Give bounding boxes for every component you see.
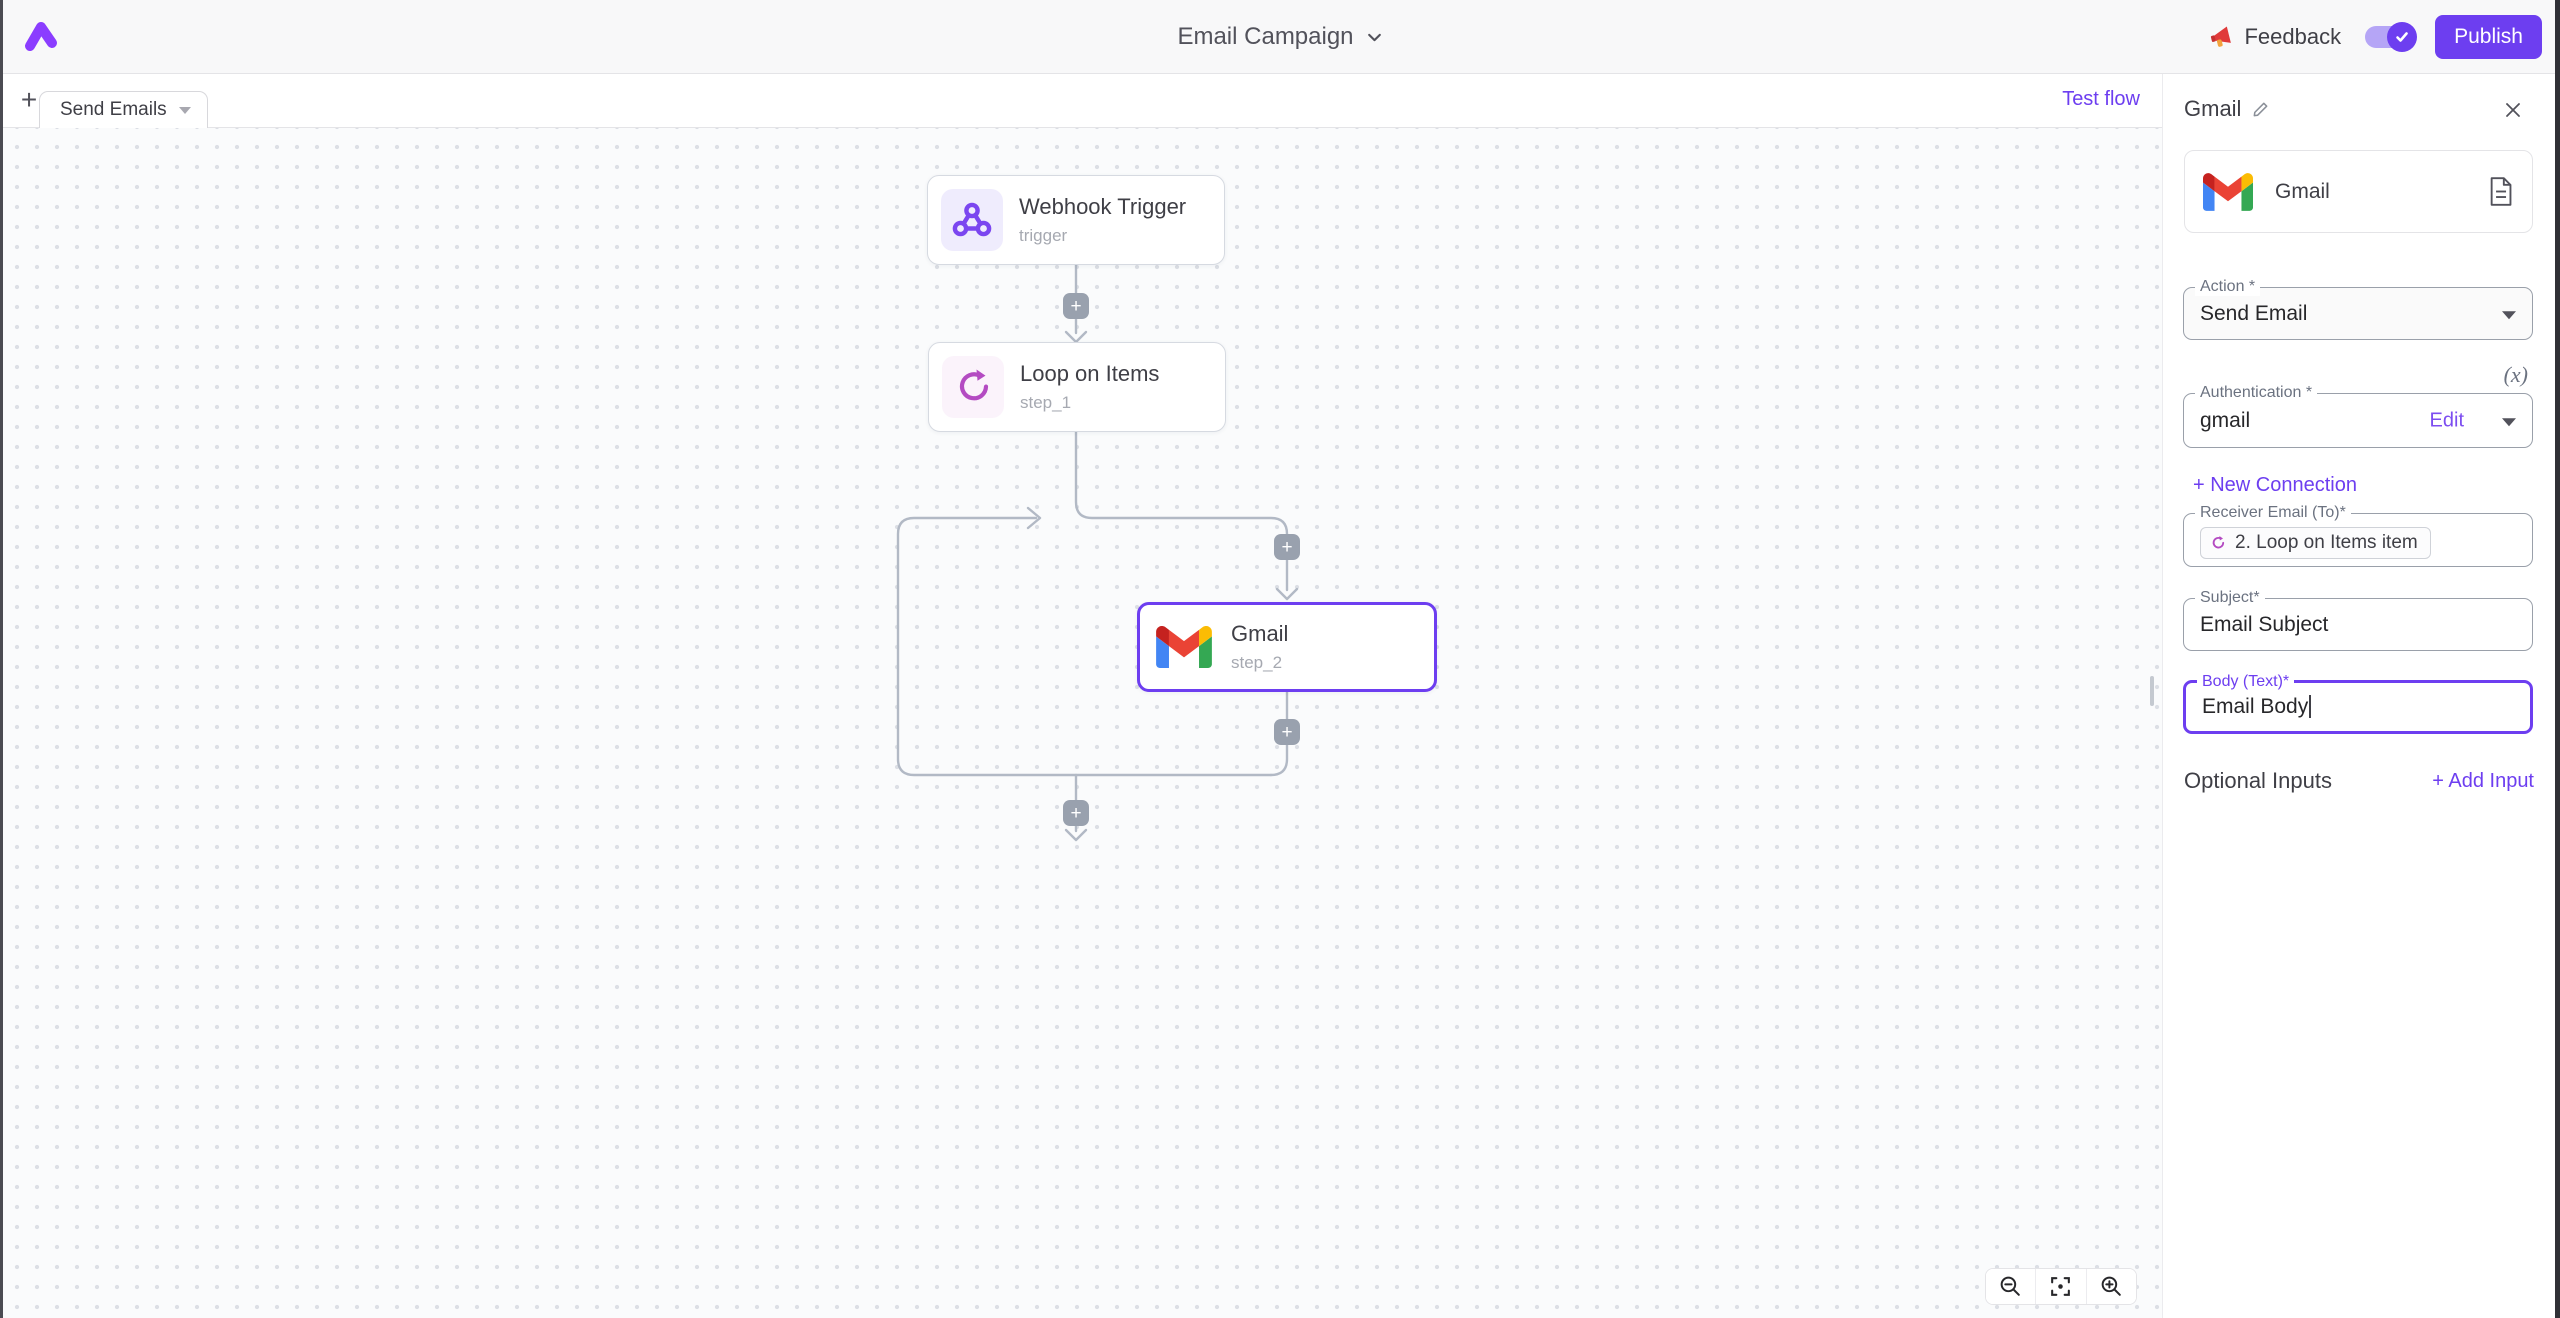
tab-caret-icon	[178, 106, 191, 114]
panel-title: Gmail	[2184, 96, 2242, 121]
body-text-input[interactable]: Body (Text)* Email Body	[2183, 673, 2533, 734]
gmail-logo-icon	[2203, 172, 2253, 211]
flow-tab-label: Send Emails	[60, 99, 167, 120]
add-step-button[interactable]: +	[1063, 800, 1089, 826]
action-value: Send Email	[2200, 301, 2308, 325]
node-subtitle: trigger	[1019, 226, 1068, 245]
window-left-edge	[0, 0, 3, 1318]
node-webhook-trigger[interactable]: Webhook Trigger trigger	[927, 175, 1225, 265]
node-text: Loop on Items step_1	[1020, 361, 1159, 413]
edit-connection-link[interactable]: Edit	[2429, 409, 2464, 431]
node-title: Loop on Items	[1020, 361, 1160, 386]
x-icon	[2506, 103, 2520, 117]
add-flow-run-button[interactable]: +	[20, 84, 38, 115]
authentication-value: gmail	[2200, 408, 2251, 432]
chevron-down-icon	[2502, 310, 2516, 319]
subject-value: Email Subject	[2200, 612, 2329, 636]
new-connection-link[interactable]: + New Connection	[2193, 474, 2357, 496]
step-settings-panel: Gmail Gmail Ac	[2162, 74, 2555, 1318]
optional-inputs-heading: Optional Inputs	[2184, 768, 2332, 793]
node-gmail[interactable]: Gmail step_2	[1137, 602, 1437, 692]
node-title: Webhook Trigger	[1019, 194, 1187, 219]
add-step-button[interactable]: +	[1274, 719, 1300, 745]
panel-resize-handle[interactable]	[2150, 676, 2154, 706]
action-select[interactable]: Action * Send Email	[2183, 278, 2533, 340]
flow-canvas[interactable]: + + + + Webhook Trigger trigger	[0, 128, 2162, 1318]
publish-toggle[interactable]	[2365, 22, 2418, 52]
magnifier-minus-icon	[2000, 1276, 2020, 1296]
window-right-edge	[2555, 0, 2560, 1318]
add-step-button[interactable]: +	[1274, 534, 1300, 560]
activepieces-logo-icon	[25, 22, 57, 51]
receiver-email-input[interactable]: Receiver Email (To)* 2. Loop on Items it…	[2183, 504, 2533, 567]
text-cursor	[2309, 695, 2312, 718]
subject-label: Subject*	[2195, 589, 2265, 607]
add-step-button[interactable]: +	[1063, 293, 1089, 319]
pencil-icon[interactable]	[2251, 100, 2270, 119]
authentication-select[interactable]: Authentication * gmail Edit	[2183, 384, 2533, 448]
flow-run-tab[interactable]: Send Emails	[39, 91, 208, 128]
node-title: Gmail	[1231, 621, 1289, 646]
feedback-button[interactable]: Feedback	[2210, 24, 2341, 50]
flow-tab-bar: + Send Emails Test flow	[0, 74, 2162, 128]
chevron-down-icon	[1367, 33, 1381, 41]
test-flow-button[interactable]: Test flow	[2062, 88, 2140, 110]
authentication-label: Authentication *	[2195, 384, 2318, 402]
receiver-email-label: Receiver Email (To)*	[2195, 504, 2351, 522]
token-chip-label: 2. Loop on Items item	[2235, 532, 2418, 553]
loop-item-token-chip[interactable]: 2. Loop on Items item	[2200, 527, 2431, 559]
toggle-thumb-check-icon	[2387, 22, 2418, 52]
canvas-zoom-toolbar	[1985, 1268, 2137, 1305]
zoom-out-button[interactable]	[1986, 1269, 2036, 1304]
piece-info-card: Gmail	[2184, 150, 2533, 233]
flow-title-button[interactable]: Email Campaign	[0, 0, 2560, 74]
add-input-link[interactable]: + Add Input	[2432, 769, 2534, 792]
loop-arrow-icon	[2212, 536, 2225, 549]
node-loop-on-items[interactable]: Loop on Items step_1	[928, 342, 1226, 432]
dynamic-value-toggle[interactable]: (x)	[2503, 362, 2528, 387]
body-text-value: Email Body	[2202, 695, 2312, 719]
node-subtitle: step_2	[1231, 653, 1283, 672]
megaphone-icon	[2211, 26, 2232, 47]
loop-arrow-icon	[942, 356, 1004, 418]
subject-input[interactable]: Subject* Email Subject	[2183, 589, 2533, 651]
feedback-label: Feedback	[2244, 24, 2342, 49]
magnifier-plus-icon	[2101, 1276, 2121, 1296]
gmail-logo-icon	[1153, 616, 1215, 678]
node-text: Gmail step_2	[1231, 621, 1288, 673]
close-panel-button[interactable]	[2501, 98, 2525, 122]
chevron-down-icon	[2502, 417, 2516, 426]
node-subtitle: step_1	[1020, 393, 1072, 412]
node-text: Webhook Trigger trigger	[1019, 194, 1186, 246]
zoom-in-button[interactable]	[2085, 1269, 2136, 1304]
page-title: Email Campaign	[1177, 23, 1354, 50]
header-actions: Feedback Publish	[2210, 0, 2542, 74]
optional-inputs-row: Optional Inputs + Add Input	[2184, 768, 2534, 794]
body-text-label: Body (Text)*	[2197, 673, 2295, 691]
file-text-icon[interactable]	[2487, 176, 2514, 207]
fit-view-button[interactable]	[2035, 1269, 2086, 1304]
panel-title-row: Gmail	[2184, 96, 2534, 122]
piece-name: Gmail	[2275, 179, 2330, 203]
top-header: Email Campaign Feedback	[0, 0, 2560, 74]
action-label: Action *	[2195, 278, 2261, 296]
fit-view-icon	[2051, 1277, 2071, 1296]
webhook-icon	[941, 189, 1003, 251]
publish-button[interactable]: Publish	[2435, 15, 2542, 59]
